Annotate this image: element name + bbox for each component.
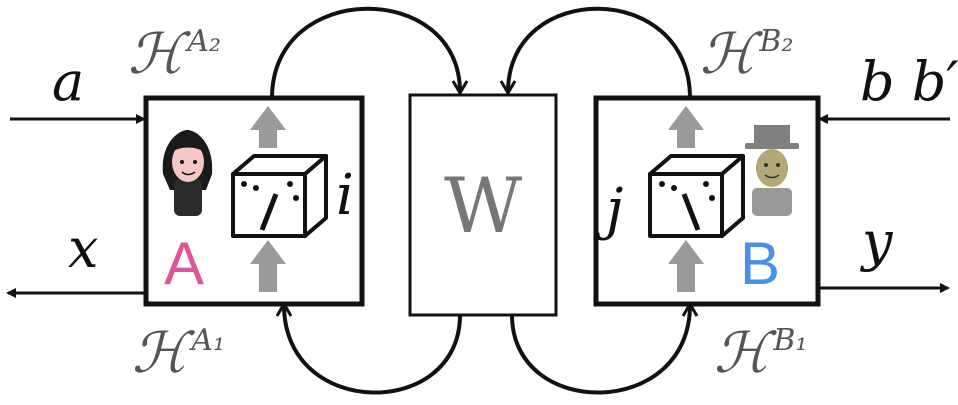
agent-a-label: A	[164, 230, 204, 297]
input-b-label: b b′	[860, 50, 958, 113]
loop-w-to-b-in	[512, 305, 690, 393]
loop-w-to-a-in	[284, 305, 460, 393]
output-x-label: x	[68, 217, 98, 280]
setting-i-label: i	[336, 163, 354, 228]
process-w-label: W	[444, 161, 522, 250]
die-icon	[650, 156, 743, 236]
output-y-label: y	[860, 210, 894, 273]
die-icon	[233, 156, 326, 236]
input-a-label: a	[52, 50, 84, 113]
agent-b-label: B	[740, 230, 780, 297]
loop-b-out-to-w	[508, 9, 690, 98]
loop-a-out-to-w	[272, 9, 460, 98]
